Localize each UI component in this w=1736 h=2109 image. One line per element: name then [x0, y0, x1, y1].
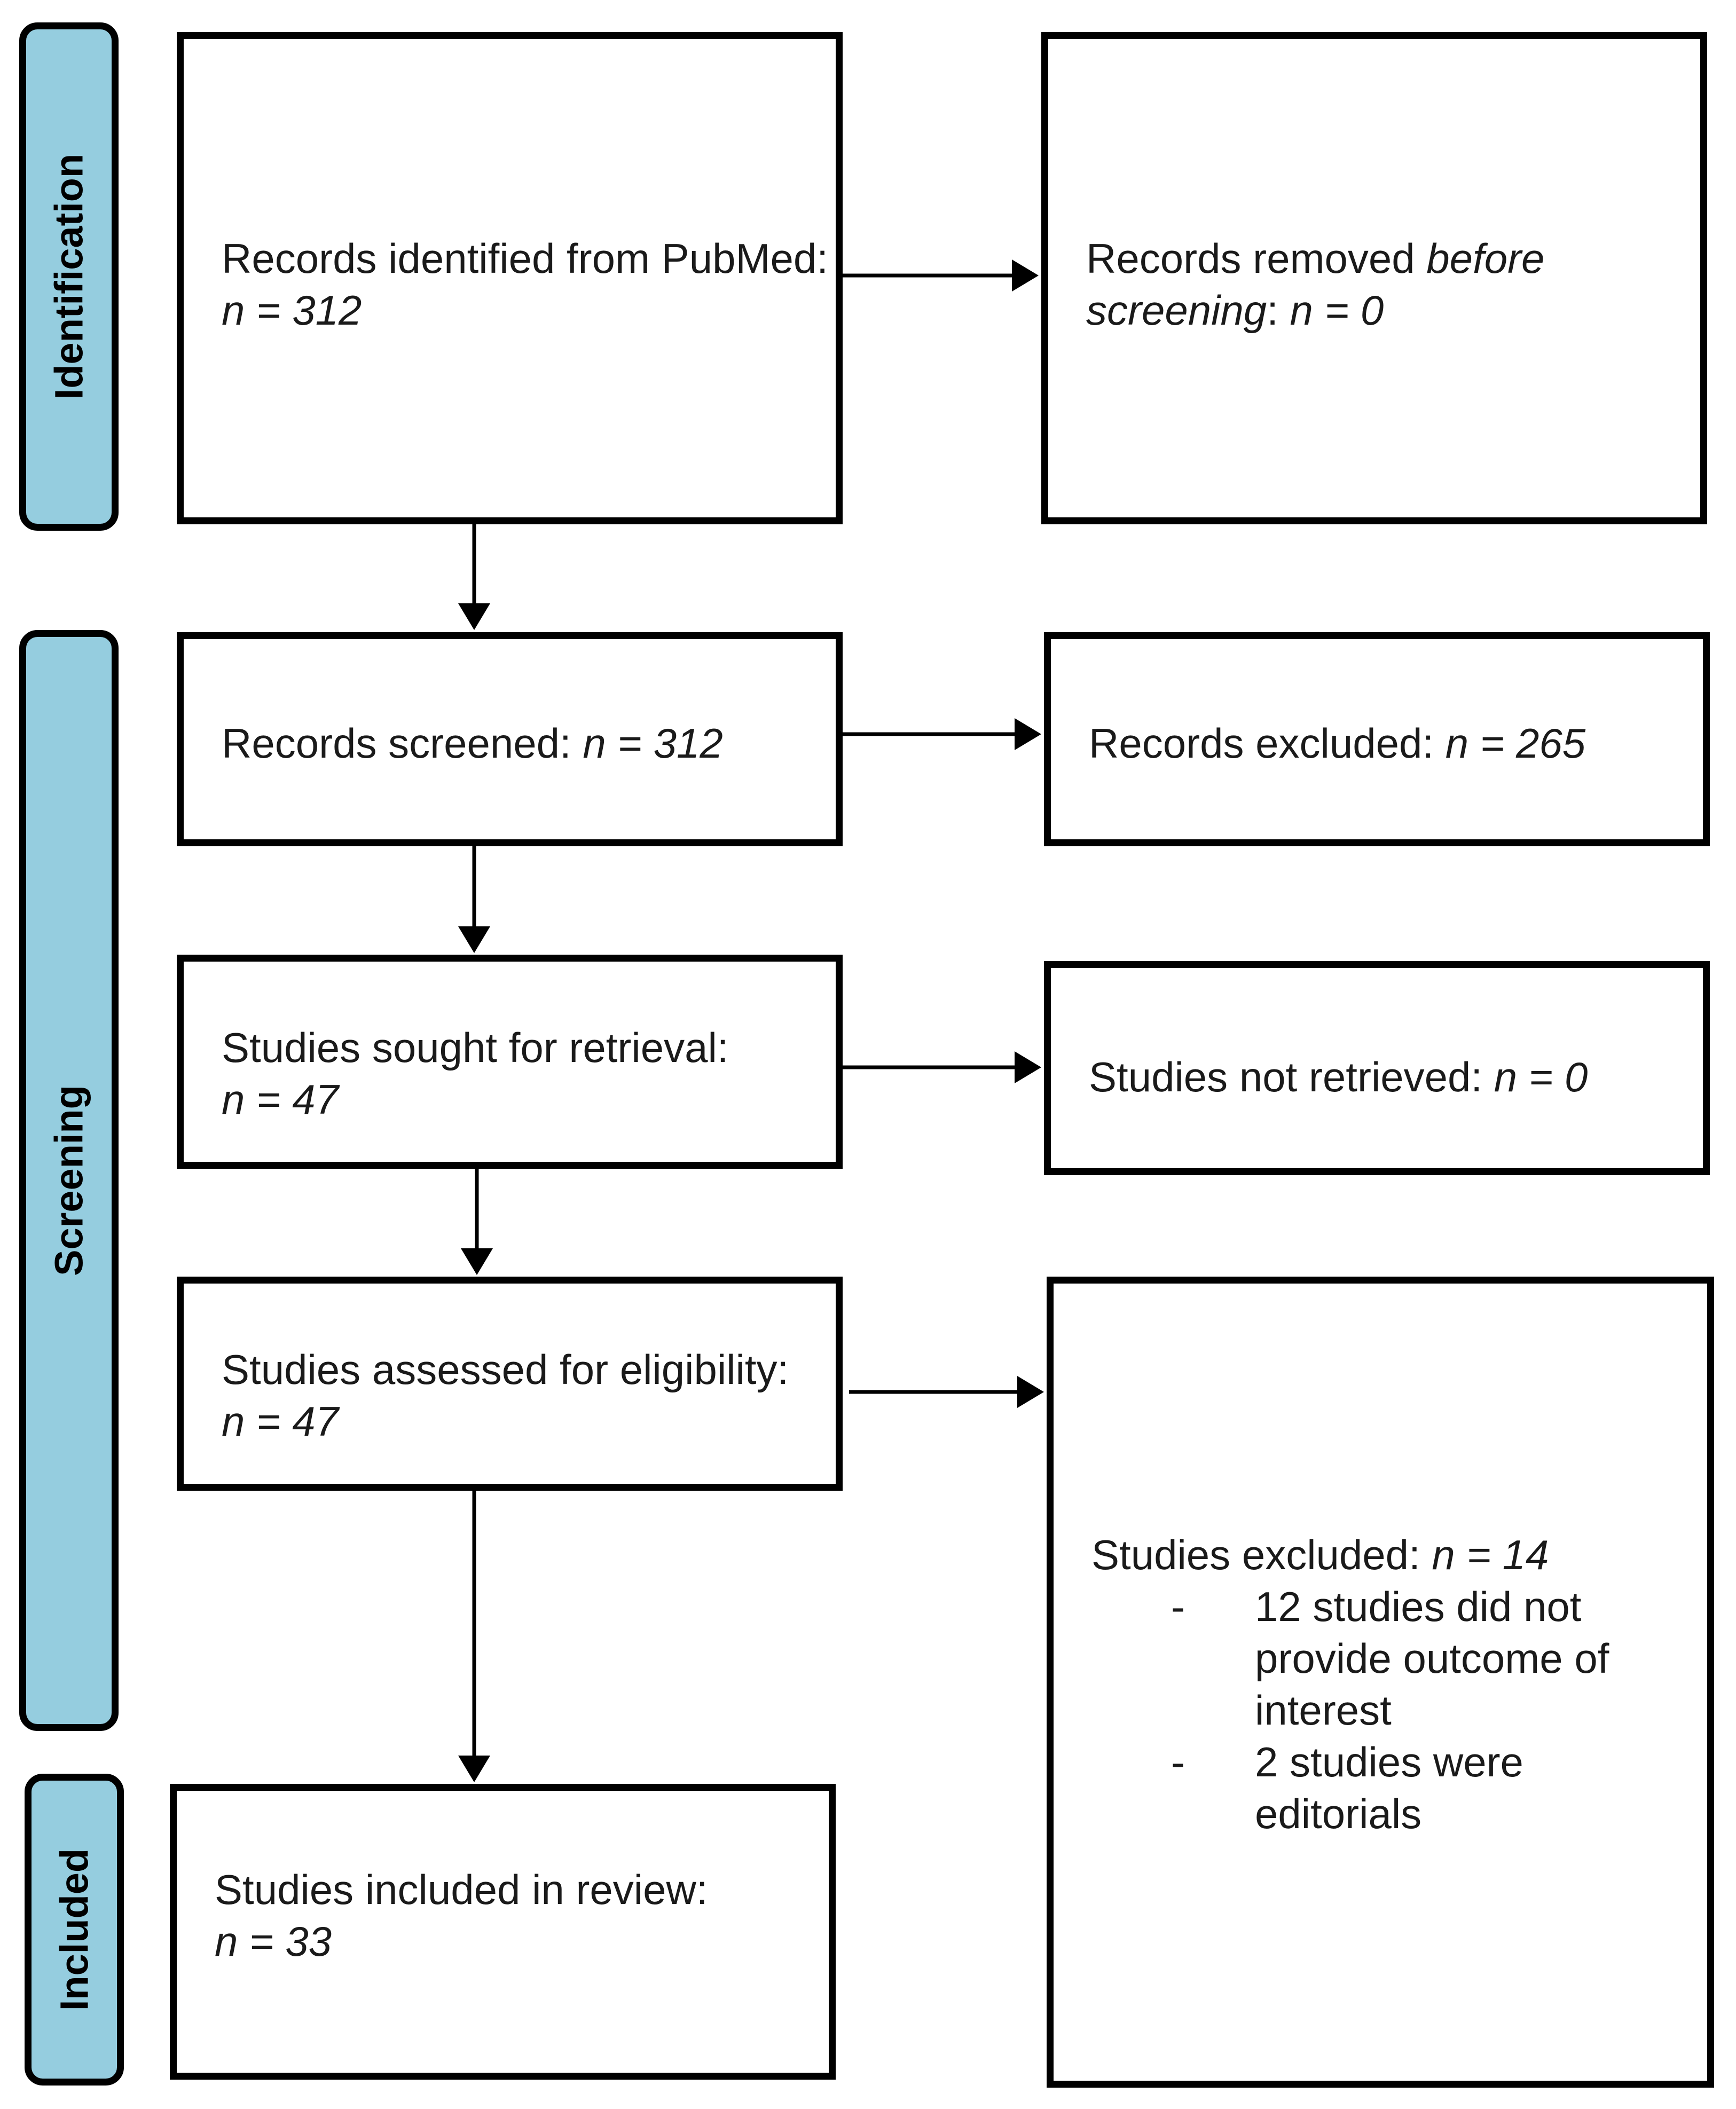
records-removed-screening: screening	[1086, 287, 1267, 334]
arrowhead	[458, 1756, 490, 1782]
studies-sought-count: n = 47	[222, 1076, 339, 1123]
arrowhead	[1012, 259, 1039, 292]
exclusion-reason-line: 12 studies did not	[1255, 1583, 1582, 1630]
box-records-screened: Records screened: n = 312	[177, 632, 843, 846]
phase-included: Included	[25, 1774, 124, 2086]
arrowhead	[461, 1248, 493, 1275]
box-records-excluded: Records excluded: n = 265	[1044, 632, 1710, 846]
records-removed-label: Records removed	[1086, 235, 1427, 282]
records-screened-label: Records screened:	[222, 720, 583, 767]
arrowhead	[1015, 718, 1041, 750]
exclusion-reason: 12 studies did not provide outcome of in…	[1171, 1581, 1609, 1736]
studies-assessed-count: n = 47	[222, 1398, 339, 1445]
records-removed-before: before	[1426, 235, 1545, 282]
exclusion-reason-line: editorials	[1255, 1790, 1422, 1837]
arrowhead	[458, 603, 490, 630]
studies-not-retrieved-count: n = 0	[1494, 1053, 1588, 1100]
studies-not-retrieved-label: Studies not retrieved:	[1089, 1053, 1494, 1100]
box-studies-assessed: Studies assessed for eligibility: n = 47	[177, 1277, 843, 1491]
exclusion-reason: 2 studies were editorials	[1171, 1736, 1609, 1840]
studies-included-count: n = 33	[215, 1918, 332, 1965]
box-records-identified: Records identified from PubMed: n = 312	[177, 32, 843, 524]
records-screened-count: n = 312	[583, 720, 723, 767]
box-studies-included: Studies included in review: n = 33	[170, 1784, 836, 2080]
exclusion-reason-line: provide outcome of	[1255, 1635, 1609, 1682]
studies-sought-label: Studies sought for retrieval:	[222, 1024, 729, 1071]
arrowhead	[458, 926, 490, 953]
studies-excluded-count: n = 14	[1432, 1531, 1549, 1578]
box-studies-excluded: Studies excluded: n = 14 12 studies did …	[1047, 1277, 1714, 2088]
studies-assessed-label: Studies assessed for eligibility:	[222, 1346, 789, 1393]
studies-included-label: Studies included in review:	[215, 1866, 708, 1913]
records-removed-colon: :	[1267, 287, 1290, 334]
records-removed-count: n = 0	[1290, 287, 1384, 334]
records-identified-label: Records identified from PubMed:	[222, 235, 828, 282]
phase-identification: Identification	[19, 22, 119, 531]
records-excluded-count: n = 265	[1445, 720, 1586, 767]
phase-screening: Screening	[19, 630, 119, 1731]
exclusion-reason-line: interest	[1255, 1687, 1392, 1734]
box-records-removed: Records removed before screening: n = 0	[1041, 32, 1707, 524]
studies-excluded-label: Studies excluded:	[1091, 1531, 1432, 1578]
arrowhead	[1017, 1376, 1044, 1408]
exclusion-reason-line: 2 studies were	[1255, 1738, 1523, 1785]
arrowhead	[1015, 1051, 1041, 1083]
box-studies-sought: Studies sought for retrieval: n = 47	[177, 955, 843, 1169]
records-excluded-label: Records excluded:	[1089, 720, 1446, 767]
exclusion-reasons-list: 12 studies did not provide outcome of in…	[1171, 1581, 1609, 1840]
box-studies-not-retrieved: Studies not retrieved: n = 0	[1044, 961, 1710, 1175]
records-identified-count: n = 312	[222, 287, 362, 334]
